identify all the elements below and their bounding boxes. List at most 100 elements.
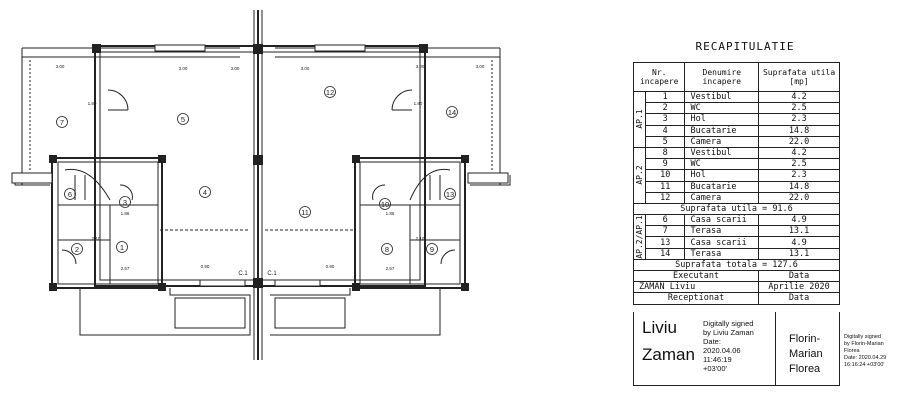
axis-label: C.1	[267, 271, 277, 277]
digital-signature-line: 16:16:24 +03'00'	[844, 362, 885, 368]
recap-table: Nr. incapere Denumire incapere Suprafata…	[632, 62, 840, 305]
cell-nr: 1	[644, 90, 686, 104]
dimension-label: 2.57	[121, 266, 130, 271]
dimension-label: 3.00	[301, 66, 310, 71]
cell-area: 14.8	[758, 180, 840, 193]
cell-area: 2.3	[758, 169, 840, 182]
cell-area: 2.3	[758, 113, 840, 126]
cell-nr: 4	[644, 124, 686, 137]
room-number: 12	[326, 88, 334, 97]
cell-area: 2.5	[758, 102, 840, 115]
signer-right-name-2: Marian	[789, 348, 823, 360]
cell-area: 4.9	[758, 214, 840, 227]
room-marker	[426, 243, 438, 255]
room-marker	[381, 243, 393, 255]
util-total: Suprafata utila = 91.6	[633, 202, 840, 216]
dimension-label: 2.10	[92, 236, 101, 241]
dimension-label: 0.90	[201, 264, 210, 269]
group-label-text: AP.1	[634, 109, 644, 130]
digital-signature-line: 2020.04.06	[703, 346, 741, 355]
sig-box-mid-border	[775, 312, 776, 385]
cell-area: 22.0	[758, 191, 840, 204]
cell-name: Camera	[684, 135, 760, 148]
room-marker	[119, 196, 131, 208]
room-marker	[71, 243, 83, 255]
room-number: 1	[120, 243, 124, 252]
header-area: Suprafata utila [mp]	[758, 62, 840, 92]
cell-nr: 12	[644, 191, 686, 204]
cell-area: 2.5	[758, 158, 840, 171]
dimension-label: 2.10	[416, 236, 425, 241]
room-number: 14	[448, 108, 456, 117]
cell-nr: 2	[644, 102, 686, 115]
room-marker	[199, 186, 211, 198]
signer-right-name-3: Florea	[789, 363, 821, 375]
cell-nr: 11	[644, 180, 686, 193]
dimension-label: 3.00	[476, 64, 485, 69]
cell-name: WC	[684, 102, 760, 115]
room-number: 10	[381, 200, 389, 209]
group-label-text: AP.2/AP.1	[634, 215, 644, 259]
digital-signature-line: by Liviu Zaman	[703, 328, 754, 337]
room-number: 5	[181, 115, 185, 124]
room-number: 8	[385, 245, 389, 254]
executant-date: Aprilie 2020	[758, 281, 840, 294]
cell-area: 4.2	[758, 146, 840, 160]
cell-nr: 5	[644, 135, 686, 148]
cell-area: 4.9	[758, 236, 840, 249]
group-label: AP.2	[633, 146, 646, 204]
room-marker	[446, 106, 458, 118]
cell-name: Camera	[684, 191, 760, 204]
room-number: 4	[203, 188, 207, 197]
dimension-label: 2.57	[386, 266, 395, 271]
group-label: AP.1	[633, 91, 646, 148]
data-label: Data	[758, 269, 840, 283]
room-marker	[444, 188, 456, 200]
digital-signature-line: Digitally signed	[844, 334, 881, 340]
cell-name: Hol	[684, 169, 760, 182]
room-number: 3	[123, 198, 127, 207]
cell-name: Vestibul	[684, 146, 760, 160]
executant-name: ZAMAN Liviu	[632, 281, 760, 294]
cell-name: Hol	[684, 113, 760, 126]
dimension-label: 3.00	[231, 66, 240, 71]
cell-name: WC	[684, 158, 760, 171]
cell-name: Bucatarie	[684, 180, 760, 193]
digital-signature-line: Digitally signed	[703, 319, 754, 328]
cell-nr: 14	[644, 247, 686, 260]
sig-box-left-border	[633, 312, 634, 385]
dimension-label: 1.80	[414, 101, 423, 106]
sig-box-bottom-border	[633, 385, 840, 386]
signer-left-name-2: Zaman	[642, 345, 695, 364]
cell-name: Bucatarie	[684, 124, 760, 137]
room-marker	[324, 86, 336, 98]
cell-area: 14.8	[758, 124, 840, 137]
axis-label: C.1	[238, 271, 248, 277]
cell-area: 13.1	[758, 247, 840, 260]
digital-signature-line: Date: 2020.04.29	[844, 355, 887, 361]
dimension-label: 1.80	[88, 101, 97, 106]
room-marker	[64, 188, 76, 200]
grand-total: Suprafata totala = 127.6	[633, 258, 840, 272]
digital-signature-line: by Florin-Marian	[844, 341, 884, 347]
room-marker	[116, 241, 128, 253]
cell-nr: 10	[644, 169, 686, 182]
group-label: AP.2/AP.1	[633, 214, 646, 260]
cell-nr: 7	[644, 225, 686, 238]
room-marker	[299, 206, 311, 218]
cell-area: 22.0	[758, 135, 840, 148]
data-label-2: Data	[758, 292, 840, 305]
recap-title: RECAPITULATIE	[695, 40, 795, 53]
